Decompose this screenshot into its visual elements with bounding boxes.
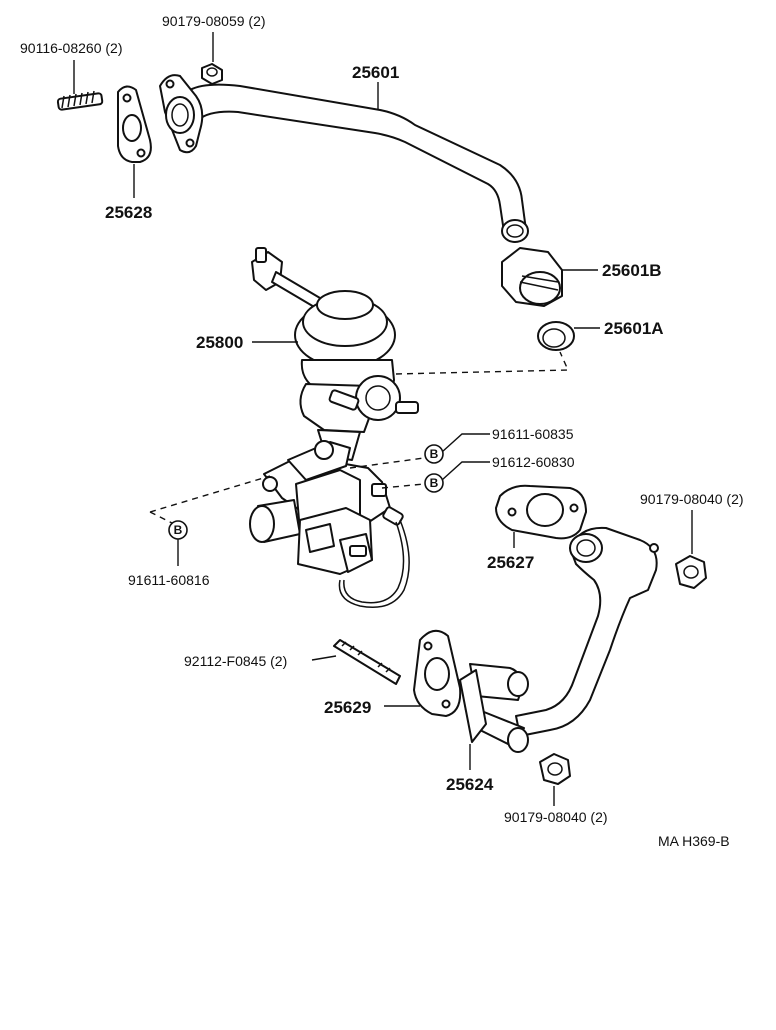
label-25624: 25624 (446, 775, 494, 794)
gasket-25628 (117, 85, 152, 163)
label-90179-08040-top: 90179-08040 (2) (640, 491, 744, 507)
label-25601B: 25601B (602, 261, 662, 280)
diagram-code: MA H369-B (658, 833, 730, 849)
label-25601: 25601 (352, 63, 399, 82)
label-25601A: 25601A (604, 319, 664, 338)
nut-bottom (539, 753, 571, 785)
egr-pipe-25601 (159, 74, 529, 243)
gasket-25627 (495, 484, 587, 540)
label-90179-08040-bottom: 90179-08040 (2) (504, 809, 608, 825)
label-25628: 25628 (105, 203, 152, 222)
stud-bolt-top (56, 90, 104, 111)
svg-text:B: B (174, 523, 183, 537)
union-nut-25601B (501, 247, 563, 307)
dash-bolt-middle (381, 483, 425, 489)
gasket-25629 (413, 629, 462, 717)
label-25629: 25629 (324, 698, 371, 717)
bubble-b-upper: B (424, 444, 444, 464)
vsv-assembly (249, 440, 410, 608)
bubble-b-left: B (168, 520, 188, 540)
leader-92112-F0845 (311, 655, 337, 661)
label-25800: 25800 (196, 333, 243, 352)
dash-bolt-upper (349, 457, 425, 469)
leader-91611-60835 (441, 433, 490, 453)
nut-top (201, 63, 223, 85)
stud-bolt-bottom (333, 639, 401, 685)
label-91611-60835: 91611-60835 (492, 426, 574, 442)
leader-91612-60830 (441, 461, 490, 481)
label-90179-08059: 90179-08059 (2) (162, 13, 266, 29)
label-25627: 25627 (487, 553, 534, 572)
label-90116-08260: 90116-08260 (2) (20, 40, 122, 56)
label-92112-F0845: 92112-F0845 (2) (184, 653, 287, 669)
label-91612-60830: 91612-60830 (492, 454, 575, 470)
egr-valve-25800 (251, 247, 419, 461)
valve-nipple-left (328, 389, 360, 411)
valve-nipple-right (395, 401, 419, 414)
label-91611-60816: 91611-60816 (128, 572, 210, 588)
svg-text:B: B (430, 476, 439, 490)
bubble-b-middle: B (424, 473, 444, 493)
gasket-ring-25601A (537, 321, 575, 351)
nut-right (675, 555, 707, 589)
svg-text:B: B (430, 447, 439, 461)
egr-pipe-25624 (459, 526, 659, 753)
dash-bolt-left (149, 475, 271, 529)
dash-valve-to-gasket (395, 351, 570, 375)
